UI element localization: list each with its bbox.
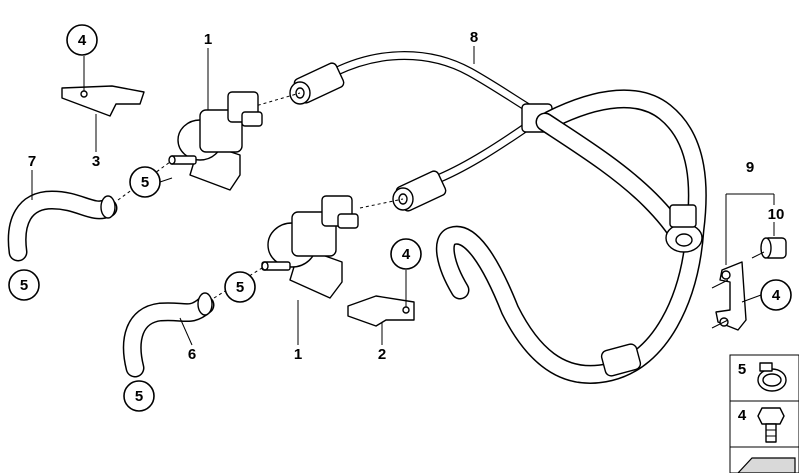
callout-4-top: 4 xyxy=(66,24,98,56)
purge-valve-top xyxy=(168,91,301,191)
quick-connector-top xyxy=(289,62,345,105)
callout-9: 9 xyxy=(746,159,754,176)
callout-1-top: 1 xyxy=(204,31,212,48)
callout-4-right: 4 xyxy=(760,279,792,311)
callout-2: 2 xyxy=(378,346,386,363)
legend-bolt-number: 4 xyxy=(738,407,747,424)
hose-clamp-icon xyxy=(757,362,787,392)
svg-text:4: 4 xyxy=(402,246,411,263)
hose-lower-left xyxy=(122,267,263,378)
svg-text:5: 5 xyxy=(135,388,143,405)
callout-4-bottom: 4 xyxy=(390,238,422,270)
bolt-icon xyxy=(757,407,785,443)
callout-8: 8 xyxy=(470,29,478,46)
svg-text:5: 5 xyxy=(20,277,28,294)
bracket-bottom xyxy=(347,270,415,327)
svg-text:4: 4 xyxy=(78,32,87,49)
main-hose xyxy=(330,51,707,384)
bracket-assembly xyxy=(711,261,747,331)
grommet-icon xyxy=(737,457,796,473)
callout-5-lower-mid: 5 xyxy=(224,271,256,303)
hose-end-collar xyxy=(669,204,697,228)
callout-3: 3 xyxy=(92,153,100,170)
callout-5-left: 5 xyxy=(8,269,40,301)
callout-1-bottom: 1 xyxy=(294,346,302,363)
svg-text:5: 5 xyxy=(236,279,244,296)
callout-5-upper: 5 xyxy=(129,166,161,198)
legend-panel: 5 4 xyxy=(729,354,799,473)
cap-part xyxy=(751,237,787,259)
hose-sleeve xyxy=(600,343,642,377)
callout-7: 7 xyxy=(28,153,36,170)
callout-5-lower-left: 5 xyxy=(123,380,155,412)
callout-10: 10 xyxy=(768,206,785,223)
legend-clamp-number: 5 xyxy=(738,361,746,378)
svg-text:5: 5 xyxy=(141,174,149,191)
purge-valve-bottom xyxy=(261,195,404,299)
bracket-top xyxy=(61,56,145,117)
svg-text:4: 4 xyxy=(772,287,781,304)
leader-lines xyxy=(31,46,775,346)
callout-6: 6 xyxy=(188,346,196,363)
quick-connector-bottom xyxy=(392,170,447,212)
hose-upper-left xyxy=(7,161,171,262)
